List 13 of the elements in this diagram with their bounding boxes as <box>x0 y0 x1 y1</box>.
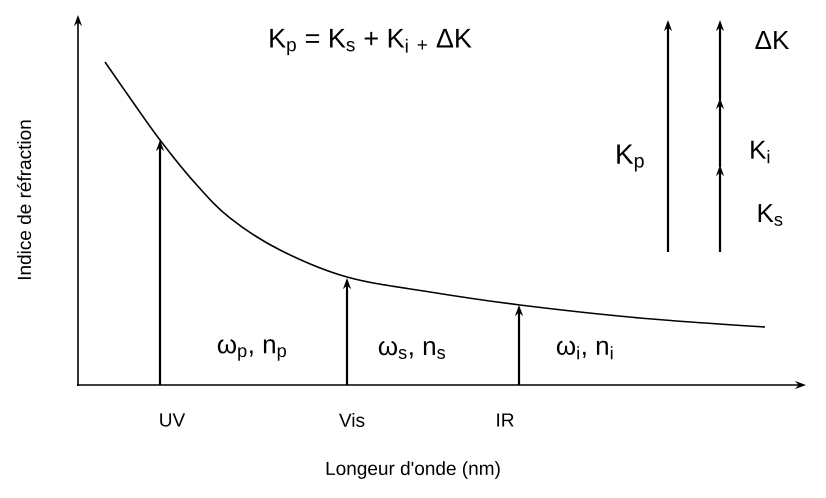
vector-label: ΔK <box>755 31 790 49</box>
vector-label: K$_{s}$ <box>758 204 782 226</box>
arrow-label: ω$_{i}$, n$_{i}$ <box>556 340 612 360</box>
tick-label: IR <box>497 413 514 427</box>
formula: K$_{p}$ = K$_{s}$ + K$_{i +}$ ΔK <box>270 28 472 56</box>
arrow-label: ω$_{p}$, n$_{p}$ <box>218 339 286 361</box>
tick-label: UV <box>160 413 186 427</box>
axis-title: Indice de réfraction <box>16 120 32 280</box>
arrow-label: ω$_{s}$, n$_{s}$ <box>378 341 446 359</box>
vector-label: K$_{p}$ <box>617 144 644 172</box>
vector-label: K$_{i}$ <box>751 140 770 164</box>
tick-label: Vis <box>339 413 364 427</box>
axis-title: Longeur d'onde (nm) <box>326 461 500 479</box>
